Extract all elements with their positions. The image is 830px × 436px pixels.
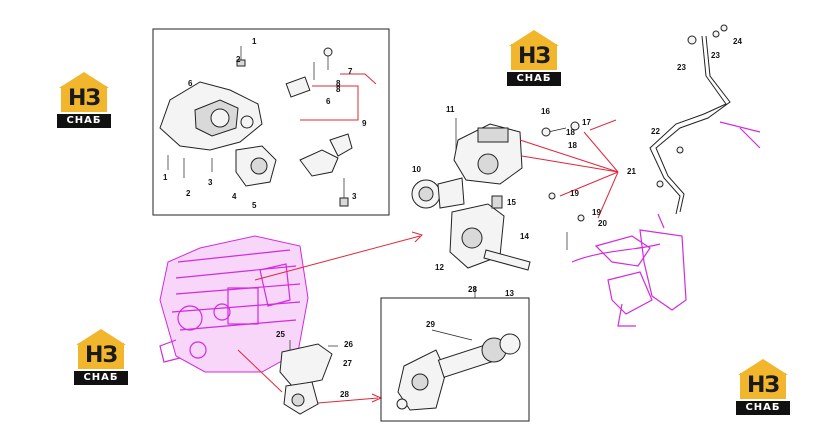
logo-badge: НЗ СНАБ — [55, 72, 113, 130]
svg-text:15: 15 — [507, 198, 516, 207]
svg-text:3: 3 — [208, 178, 213, 187]
lower-parts — [279, 340, 338, 415]
svg-text:29: 29 — [426, 320, 435, 329]
logo-badge: НЗ СНАБ — [72, 329, 130, 387]
logo-badge: НЗ СНАБ — [505, 30, 563, 88]
top-inset-callouts: 1 2 6 7 8 9 6 8 1 2 3 4 5 3 — [163, 37, 367, 210]
svg-text:19: 19 — [592, 208, 601, 217]
svg-text:1: 1 — [163, 173, 168, 182]
svg-text:6: 6 — [188, 79, 193, 88]
svg-text:24: 24 — [733, 37, 742, 46]
bottom-inset-callouts: 28 29 — [426, 285, 477, 329]
svg-text:27: 27 — [343, 359, 352, 368]
main-callouts: 11 10 12 14 15 13 16 17 18 18 19 19 20 2… — [412, 37, 742, 298]
svg-text:3: 3 — [352, 192, 357, 201]
tube-assembly — [649, 24, 761, 215]
svg-text:28: 28 — [468, 285, 477, 294]
svg-text:10: 10 — [412, 165, 421, 174]
svg-text:18: 18 — [568, 141, 577, 150]
svg-text:8: 8 — [336, 85, 341, 94]
svg-text:21: 21 — [627, 167, 636, 176]
svg-text:12: 12 — [435, 263, 444, 272]
svg-text:6: 6 — [326, 97, 331, 106]
svg-text:4: 4 — [232, 192, 237, 201]
engine-leaders — [237, 231, 423, 405]
svg-text:28: 28 — [340, 390, 349, 399]
svg-text:19: 19 — [570, 189, 579, 198]
svg-text:11: 11 — [446, 105, 455, 114]
top-inset-frame — [152, 28, 390, 216]
svg-text:7: 7 — [348, 67, 353, 76]
bracket-and-lines — [571, 213, 687, 327]
svg-text:17: 17 — [582, 118, 591, 127]
svg-text:8: 8 — [336, 79, 341, 88]
svg-text:16: 16 — [541, 107, 550, 116]
svg-text:26: 26 — [344, 340, 353, 349]
reference-leaders — [519, 119, 619, 219]
svg-text:25: 25 — [276, 330, 285, 339]
svg-text:23: 23 — [711, 51, 720, 60]
svg-text:22: 22 — [651, 127, 660, 136]
bottom-inset-frame — [380, 297, 530, 422]
engine-block — [159, 235, 309, 373]
svg-text:2: 2 — [236, 55, 241, 64]
svg-text:9: 9 — [362, 119, 367, 128]
svg-text:5: 5 — [252, 201, 257, 210]
svg-text:20: 20 — [598, 219, 607, 228]
compressor-assembly — [411, 118, 585, 271]
top-inset-parts — [159, 46, 377, 207]
svg-text:18: 18 — [566, 128, 575, 137]
lower-callouts: 25 26 27 28 — [276, 330, 353, 399]
svg-text:23: 23 — [677, 63, 686, 72]
svg-text:1: 1 — [252, 37, 257, 46]
svg-text:2: 2 — [186, 189, 191, 198]
svg-text:14: 14 — [520, 232, 529, 241]
bottom-inset-parts — [396, 329, 521, 411]
logo-badge: НЗ СНАБ — [734, 359, 792, 417]
svg-text:13: 13 — [505, 289, 514, 298]
